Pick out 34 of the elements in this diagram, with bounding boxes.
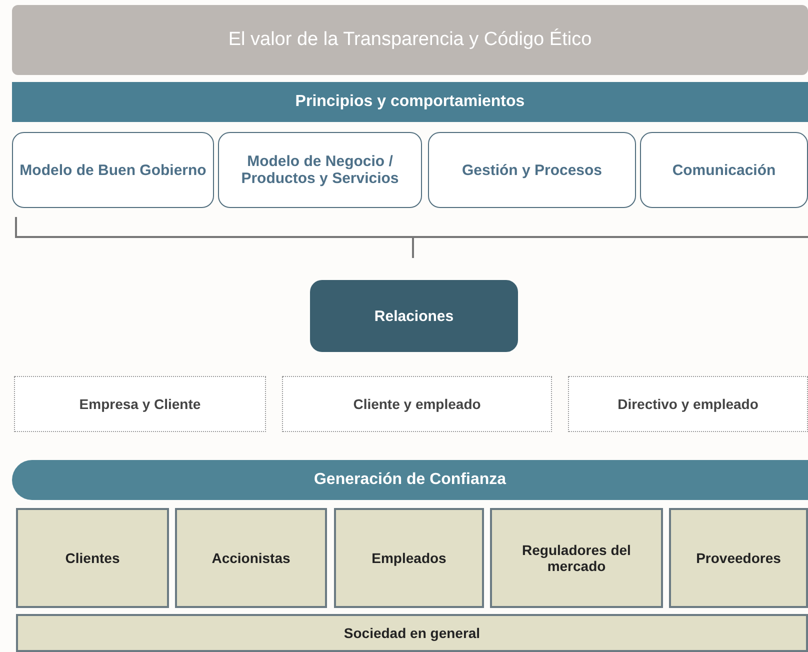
node-text: Proveedores (695, 550, 782, 566)
node-text: Modelo de Buen Gobierno (18, 162, 208, 178)
stakeholder-box (16, 614, 808, 652)
node-text: Modelo de Negocio / Productos y Servicios (240, 153, 400, 187)
node-text: Empresa y Cliente (78, 396, 202, 412)
node-text: Cliente y empleado (352, 396, 482, 412)
node-text: Gestión y Procesos (460, 162, 604, 178)
node-text: Reguladores del mercado (521, 542, 632, 574)
principle-box (640, 132, 808, 208)
node-text: Accionistas (210, 550, 292, 566)
node-text: Sociedad en general (342, 625, 482, 641)
node-text: Empleados (370, 550, 448, 566)
relations-box (310, 280, 518, 352)
section-band (12, 82, 808, 122)
relation-box (282, 376, 552, 432)
node-text: Comunicación (671, 162, 777, 178)
title-banner (12, 5, 808, 75)
stakeholder-box (334, 508, 484, 608)
relation-box (14, 376, 266, 432)
node-text: Directivo y empleado (616, 396, 760, 412)
relation-box (568, 376, 808, 432)
stakeholder-box (490, 508, 663, 608)
node-text: Generación de Confianza (312, 471, 508, 489)
stakeholder-box (16, 508, 169, 608)
stakeholder-box (175, 508, 327, 608)
section-band (12, 460, 808, 500)
principle-box (12, 132, 214, 208)
node-text: Relaciones (373, 308, 455, 324)
node-text: El valor de la Transparencia y Código Ético (227, 29, 593, 51)
stakeholder-box (669, 508, 808, 608)
principle-box (428, 132, 636, 208)
node-text: Clientes (64, 550, 121, 566)
node-text: Principios y comportamientos (294, 93, 526, 111)
principle-box (218, 132, 422, 208)
